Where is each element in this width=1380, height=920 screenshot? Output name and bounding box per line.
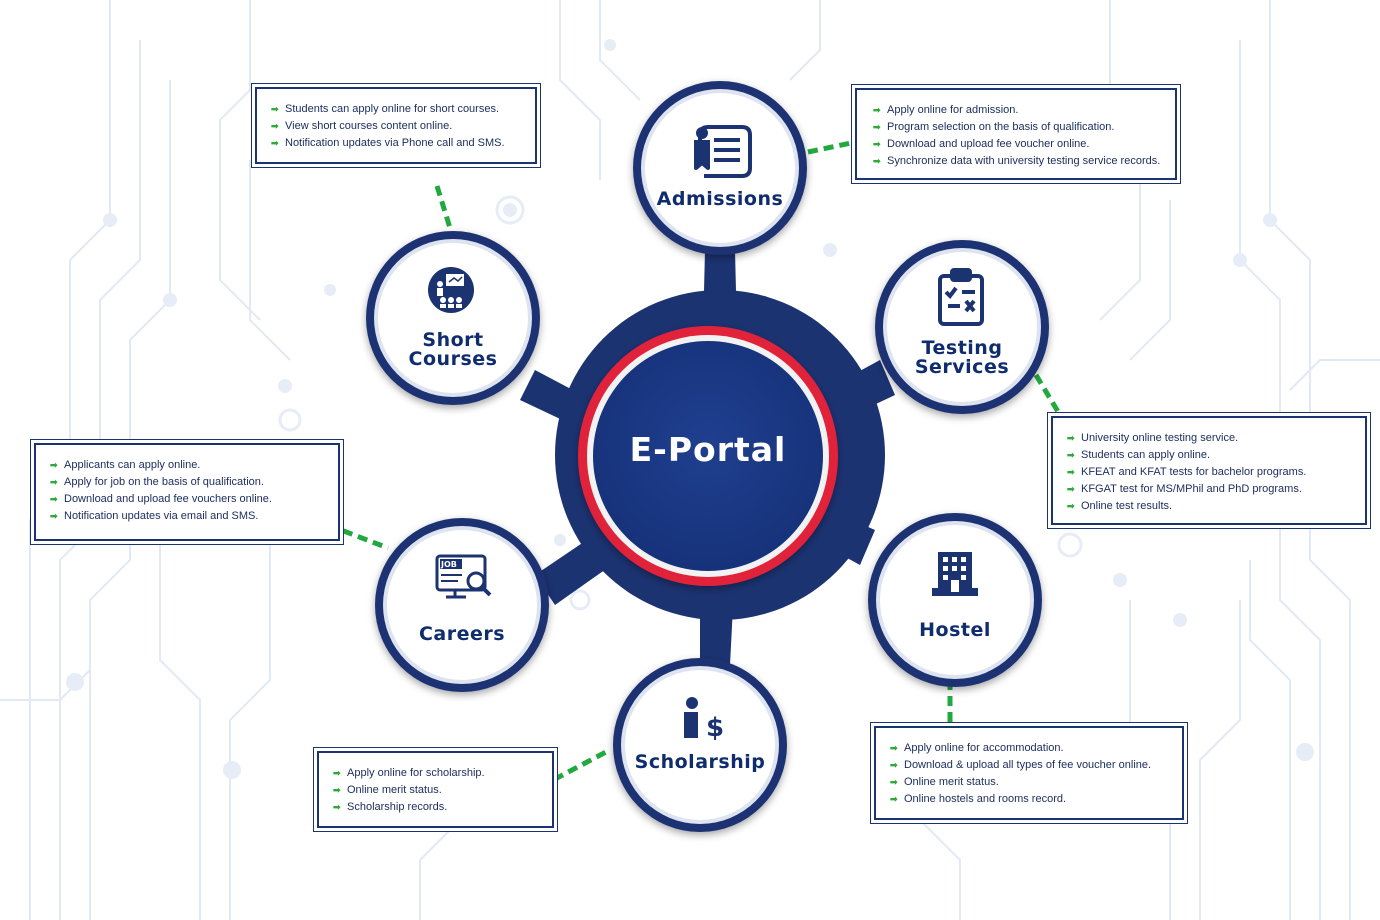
classroom-presentation-icon [428, 267, 474, 313]
list-item: ➡View short courses content online. [271, 118, 529, 135]
list-item: ➡Download and upload fee vouchers online… [50, 491, 332, 508]
svg-text:$: $ [706, 713, 724, 743]
short-courses-list: ➡Students can apply online for short cou… [271, 101, 529, 152]
list-item: ➡Download & upload all types of fee vouc… [890, 757, 1176, 774]
arrow-right-icon: ➡ [271, 138, 279, 148]
arrow-right-icon: ➡ [890, 794, 898, 804]
svg-text:JOB: JOB [440, 560, 457, 569]
node-scholarship: $ [613, 658, 787, 832]
list-item: ➡University online testing service. [1067, 430, 1357, 447]
node-short-courses [366, 231, 540, 405]
list-item: ➡Online test results. [1067, 498, 1357, 515]
list-item: ➡Notification updates via Phone call and… [271, 135, 529, 152]
hostel-info-box: ➡Apply online for accommodation. ➡Downlo… [874, 726, 1184, 820]
center-hub [578, 326, 838, 586]
arrow-right-icon: ➡ [333, 768, 341, 778]
arrow-right-icon: ➡ [873, 139, 881, 149]
arrow-right-icon: ➡ [50, 477, 58, 487]
list-item: ➡Students can apply online. [1067, 447, 1357, 464]
arrow-right-icon: ➡ [1067, 433, 1075, 443]
testing-services-info-box: ➡University online testing service. ➡Stu… [1051, 416, 1367, 525]
arrow-right-icon: ➡ [890, 760, 898, 770]
scholarship-info-box: ➡Apply online for scholarship. ➡Online m… [317, 751, 554, 828]
list-item: ➡KFGAT test for MS/MPhil and PhD program… [1067, 481, 1357, 498]
node-hostel [868, 513, 1042, 687]
list-item: ➡Apply online for accommodation. [890, 740, 1176, 757]
admissions-info-box: ➡Apply online for admission. ➡Program se… [855, 88, 1177, 180]
testing-services-list: ➡University online testing service. ➡Stu… [1067, 430, 1357, 515]
short-courses-title: Short Courses [408, 329, 498, 370]
careers-info-box: ➡Applicants can apply online. ➡Apply for… [34, 443, 340, 541]
arrow-right-icon: ➡ [1067, 450, 1075, 460]
careers-list: ➡Applicants can apply online. ➡Apply for… [50, 457, 332, 525]
arrow-right-icon: ➡ [1067, 484, 1075, 494]
job-search-icon: JOB [435, 554, 492, 599]
list-item: ➡Download and upload fee voucher online. [873, 136, 1165, 153]
list-item: ➡Apply online for admission. [873, 102, 1165, 119]
arrow-right-icon: ➡ [50, 511, 58, 521]
arrow-right-icon: ➡ [271, 121, 279, 131]
admissions-list: ➡Apply online for admission. ➡Program se… [873, 102, 1165, 170]
hostel-title: Hostel [919, 619, 991, 641]
arrow-right-icon: ➡ [873, 156, 881, 166]
arrow-right-icon: ➡ [333, 802, 341, 812]
certificate-scroll-icon [694, 125, 752, 178]
arrow-right-icon: ➡ [271, 104, 279, 114]
list-item: ➡Apply online for scholarship. [333, 765, 546, 782]
list-item: ➡Online merit status. [890, 774, 1176, 791]
arrow-right-icon: ➡ [333, 785, 341, 795]
node-testing-services [875, 240, 1049, 414]
center-title: E-Portal [629, 430, 787, 469]
list-item: ➡Apply for job on the basis of qualifica… [50, 474, 332, 491]
arrow-right-icon: ➡ [50, 494, 58, 504]
list-item: ➡Applicants can apply online. [50, 457, 332, 474]
list-item: ➡KFEAT and KFAT tests for bachelor progr… [1067, 464, 1357, 481]
arrow-right-icon: ➡ [873, 122, 881, 132]
arrow-right-icon: ➡ [1067, 467, 1075, 477]
testing-services-title: Testing Services [914, 337, 1010, 378]
list-item: ➡Notification updates via email and SMS. [50, 508, 332, 525]
short-courses-info-box: ➡Students can apply online for short cou… [255, 87, 537, 164]
arrow-right-icon: ➡ [890, 743, 898, 753]
scholarship-title: Scholarship [634, 751, 766, 773]
clipboard-checklist-icon [938, 268, 984, 326]
node-careers: JOB [375, 518, 549, 692]
list-item: ➡Program selection on the basis of quali… [873, 119, 1165, 136]
list-item: ➡Online merit status. [333, 782, 546, 799]
hostel-list: ➡Apply online for accommodation. ➡Downlo… [890, 740, 1176, 808]
list-item: ➡Students can apply online for short cou… [271, 101, 529, 118]
list-item: ➡Scholarship records. [333, 799, 546, 816]
arrow-right-icon: ➡ [1067, 501, 1075, 511]
careers-title: Careers [418, 623, 506, 645]
scholarship-list: ➡Apply online for scholarship. ➡Online m… [333, 765, 546, 816]
arrow-right-icon: ➡ [890, 777, 898, 787]
node-admissions [633, 81, 807, 255]
building-icon [932, 552, 978, 596]
list-item: ➡Synchronize data with university testin… [873, 153, 1165, 170]
arrow-right-icon: ➡ [50, 460, 58, 470]
connectors [327, 139, 1063, 790]
list-item: ➡Online hostels and rooms record. [890, 791, 1176, 808]
admissions-title: Admissions [656, 188, 784, 210]
arrow-right-icon: ➡ [873, 105, 881, 115]
person-dollar-icon: $ [684, 697, 724, 743]
